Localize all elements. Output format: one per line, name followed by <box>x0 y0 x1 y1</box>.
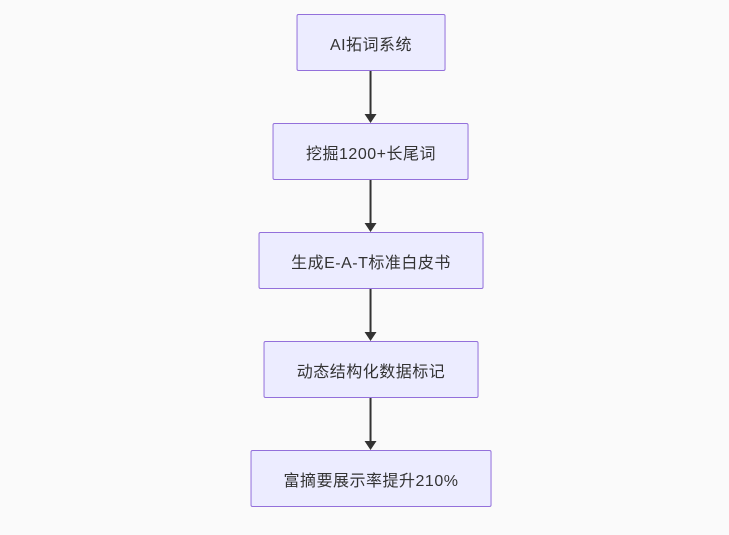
arrowhead-down-icon <box>365 441 377 450</box>
flowchart: AI拓词系统挖掘1200+长尾词生成E-A-T标准白皮书动态结构化数据标记富摘要… <box>250 14 492 507</box>
flow-node-label: 动态结构化数据标记 <box>296 363 446 381</box>
arrowhead-down-icon <box>365 223 377 232</box>
flow-node-label: 生成E-A-T标准白皮书 <box>291 254 451 272</box>
flow-node-n5: 富摘要展示率提升210% <box>250 450 492 507</box>
flow-node-n3: 生成E-A-T标准白皮书 <box>258 232 484 289</box>
flow-node-label: 挖掘1200+长尾词 <box>306 145 436 163</box>
flow-node-label: AI拓词系统 <box>329 36 413 54</box>
flow-node-n2: 挖掘1200+长尾词 <box>273 123 469 180</box>
flow-edge-n4-n5 <box>365 398 377 450</box>
arrowhead-down-icon <box>365 114 377 123</box>
flow-edge-n3-n4 <box>365 289 377 341</box>
edge-line <box>370 398 372 442</box>
flow-edge-n2-n3 <box>365 180 377 232</box>
arrowhead-down-icon <box>365 332 377 341</box>
flow-node-n4: 动态结构化数据标记 <box>263 341 479 398</box>
flow-node-n1: AI拓词系统 <box>296 14 446 71</box>
edge-line <box>370 71 372 115</box>
edge-line <box>370 289 372 333</box>
flow-node-label: 富摘要展示率提升210% <box>283 472 459 490</box>
flow-edge-n1-n2 <box>365 71 377 123</box>
edge-line <box>370 180 372 224</box>
